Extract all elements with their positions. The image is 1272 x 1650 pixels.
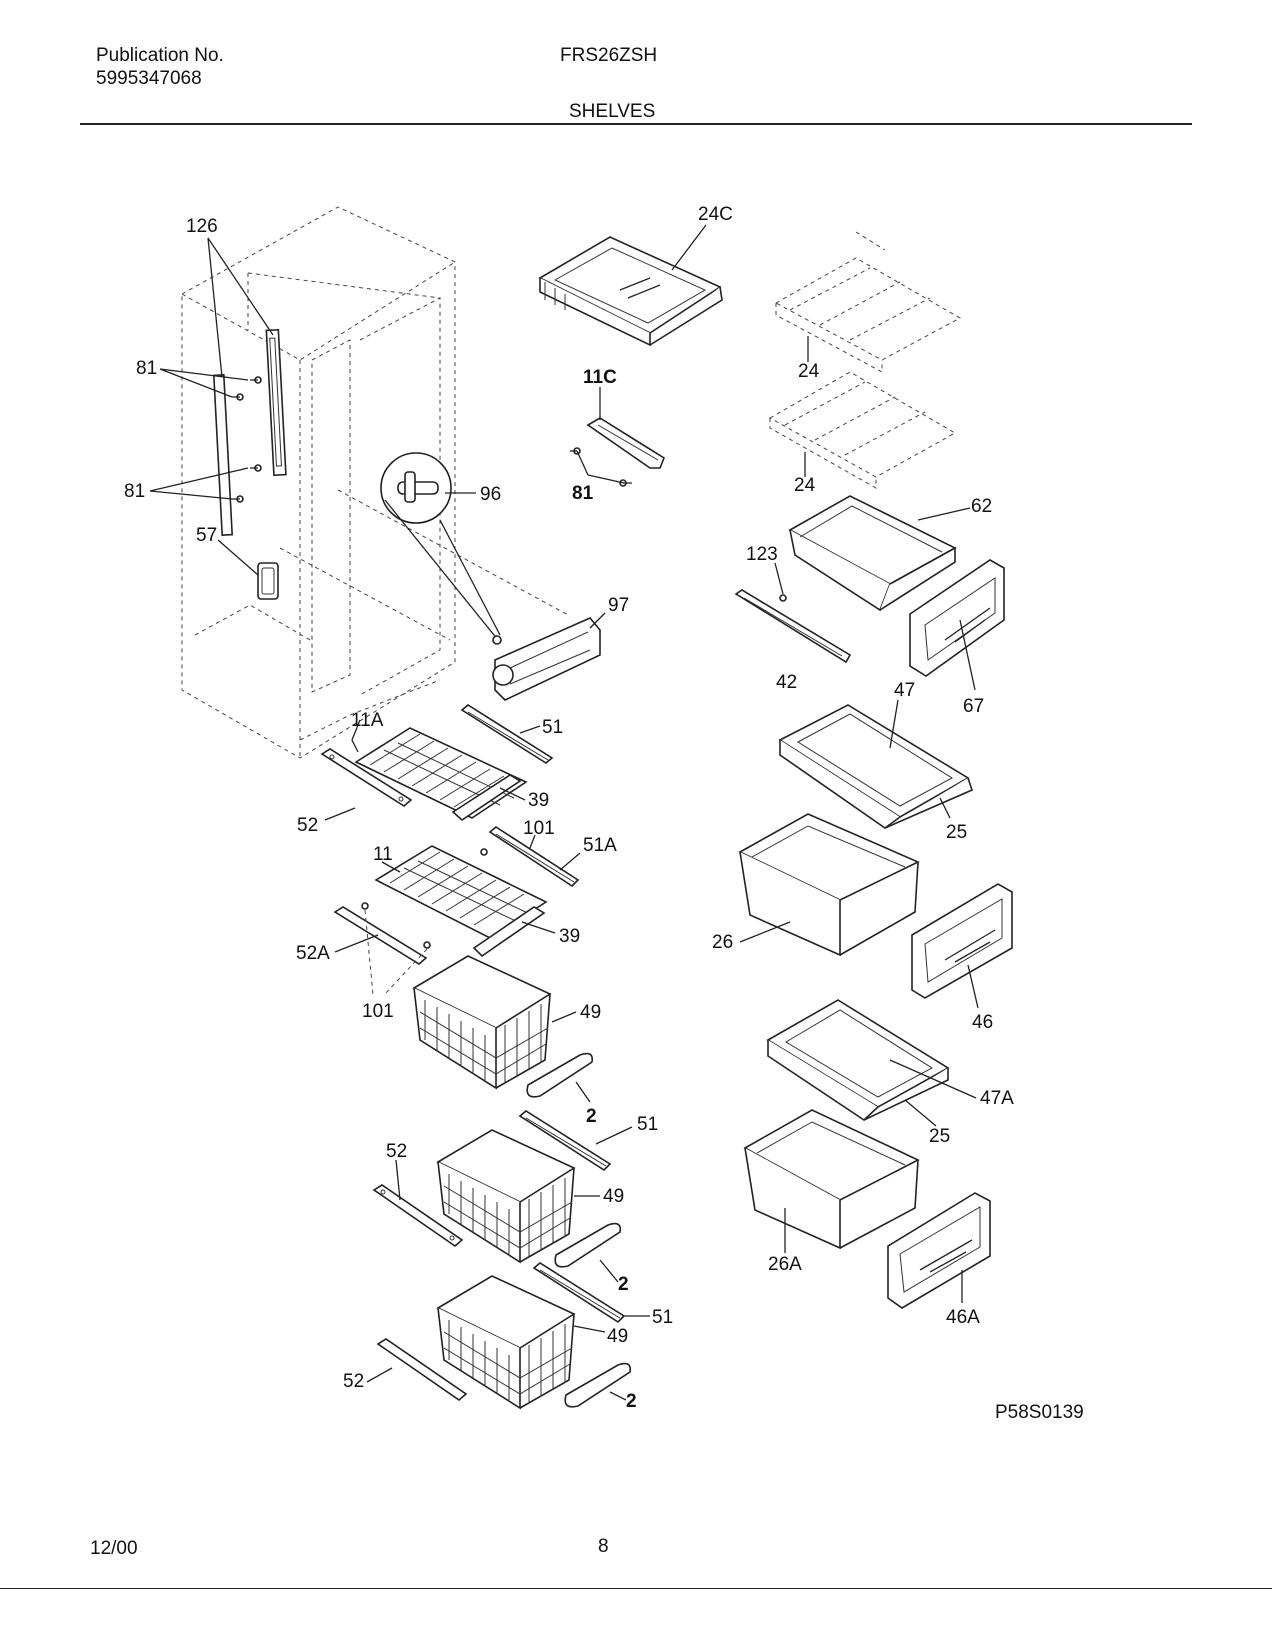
callout-51A: 51A: [583, 835, 617, 856]
callout-81: 81: [572, 483, 594, 504]
footer-rule: [0, 1588, 1272, 1589]
glass-shelf-24C: [538, 236, 723, 347]
callout-26: 26: [712, 932, 733, 953]
pad-57: [257, 562, 279, 600]
publication-number: 5995347068: [96, 68, 202, 89]
figure-code: P58S0139: [995, 1402, 1084, 1423]
section-title: SHELVES: [569, 101, 656, 122]
callout-25: 25: [946, 822, 967, 843]
callout-49: 49: [603, 1186, 624, 1207]
callout-24C: 24C: [698, 204, 733, 225]
callout-51: 51: [652, 1307, 673, 1328]
basket-handle-2-middle: [554, 1222, 622, 1268]
callout-42: 42: [776, 672, 797, 693]
callout-52: 52: [343, 1371, 364, 1392]
callout-26A: 26A: [768, 1254, 802, 1275]
crisper-cover-47A: [766, 999, 950, 1122]
detail-circle-96: [380, 452, 501, 641]
callout-62: 62: [971, 496, 992, 517]
callout-11A: 11A: [351, 710, 384, 731]
rail-52-middle: [372, 1184, 464, 1248]
footer-date: 12/00: [90, 1538, 138, 1559]
rail-52-bottom: [376, 1338, 468, 1402]
rail-51A: [480, 826, 580, 888]
callout-101: 101: [523, 818, 555, 839]
callout-47A: 47A: [980, 1088, 1014, 1109]
callout-51: 51: [637, 1114, 658, 1135]
drawer-front-67: [909, 559, 1005, 677]
rail-strip-126: [212, 328, 287, 536]
wire-basket-49-bottom: [436, 1275, 576, 1410]
wire-shelf-11A: [354, 727, 528, 819]
callout-52: 52: [386, 1141, 407, 1162]
callout-24: 24: [798, 361, 820, 382]
header-rule: [80, 123, 1192, 125]
rail-52A: [333, 902, 431, 996]
leader-lines: [149, 224, 979, 1401]
trim-39-lower: [472, 906, 546, 958]
callout-39: 39: [528, 790, 549, 811]
shelf-24-lower: [768, 371, 957, 489]
publication-label: Publication No.: [96, 45, 224, 66]
rail-42: [734, 589, 852, 664]
basket-handle-2-top: [526, 1052, 594, 1098]
wire-basket-49-middle: [436, 1129, 576, 1264]
callout-81: 81: [136, 358, 157, 379]
bracket-11C: [570, 417, 665, 487]
callout-25: 25: [929, 1126, 950, 1147]
wire-basket-49-top: [412, 955, 552, 1090]
callout-81: 81: [124, 481, 145, 502]
bin-62: [788, 495, 957, 612]
callout-52: 52: [297, 815, 318, 836]
screw-81-group: [232, 376, 262, 503]
callout-52A: 52A: [296, 943, 330, 964]
callout-51: 51: [542, 717, 563, 738]
callout-49: 49: [580, 1002, 601, 1023]
page-number: 8: [598, 1536, 609, 1557]
callout-67: 67: [963, 696, 984, 717]
bracket-97: [492, 617, 601, 701]
basket-handle-2-bottom: [564, 1362, 632, 1408]
crisper-drawer-26: [738, 813, 920, 957]
callout-24: 24: [794, 475, 816, 496]
callout-123: 123: [746, 544, 778, 565]
callout-2: 2: [618, 1274, 629, 1295]
drawer-front-46A: [887, 1192, 991, 1309]
callout-47: 47: [894, 680, 915, 701]
callout-49: 49: [607, 1326, 628, 1347]
callout-57: 57: [196, 525, 217, 546]
crisper-drawer-26A: [743, 1109, 920, 1250]
callout-2: 2: [586, 1106, 597, 1127]
callout-97: 97: [608, 595, 629, 616]
callout-46A: 46A: [946, 1307, 980, 1328]
callout-46: 46: [972, 1012, 993, 1033]
callout-101: 101: [362, 1001, 394, 1022]
callout-39: 39: [559, 926, 580, 947]
callout-96: 96: [480, 484, 501, 505]
trim-39-upper: [451, 774, 522, 822]
callout-11: 11: [373, 844, 393, 865]
callout-126: 126: [186, 216, 218, 237]
model-number: FRS26ZSH: [560, 45, 658, 66]
drawer-front-46: [911, 883, 1013, 999]
rail-51-top: [460, 704, 554, 764]
shelf-24-upper: [774, 231, 962, 373]
crisper-cover-47: [778, 704, 973, 829]
rail-51-middle: [518, 1110, 612, 1172]
rail-52-upper: [320, 748, 413, 807]
wire-shelf-11: [374, 845, 548, 939]
callout-11C: 11C: [583, 367, 617, 388]
callout-2: 2: [626, 1391, 637, 1412]
